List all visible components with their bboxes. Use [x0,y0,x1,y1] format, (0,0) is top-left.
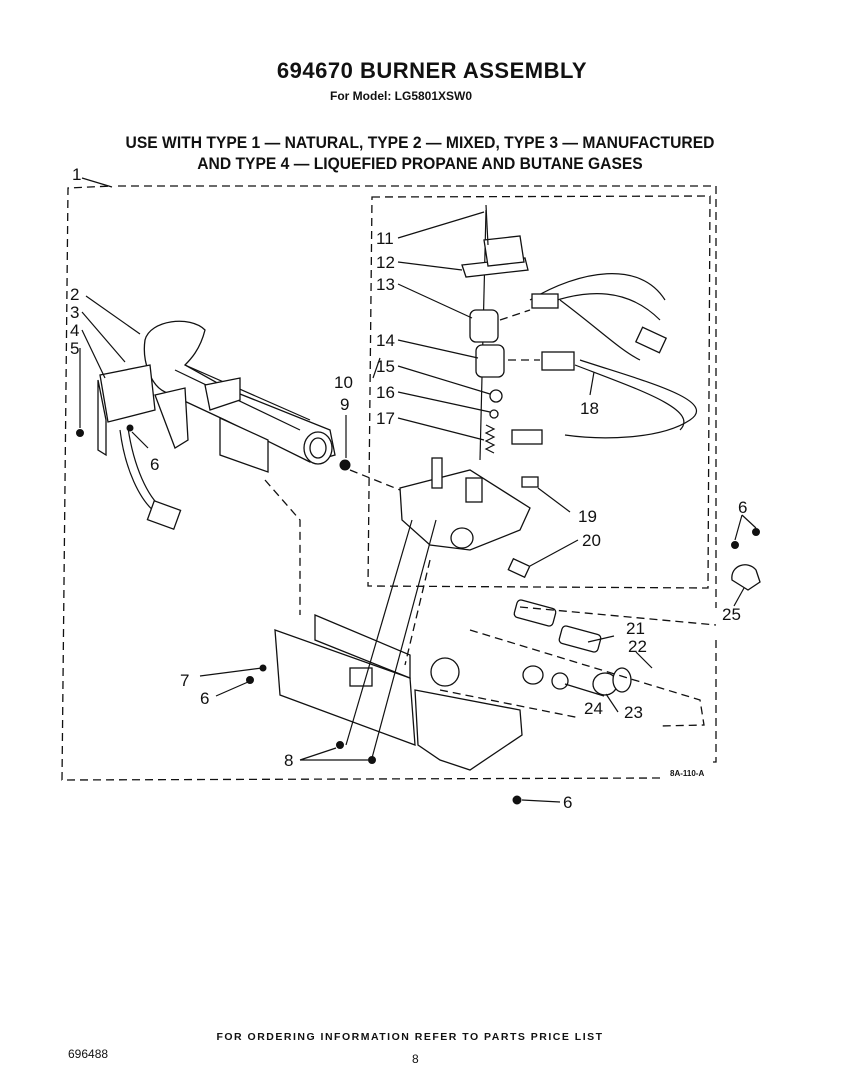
callout-8: 8 [284,751,293,770]
callout-6d: 6 [563,793,572,812]
callout-17: 17 [376,409,395,428]
callout-18: 18 [580,399,599,418]
callout-6b: 6 [738,498,747,517]
callout-13: 13 [376,275,395,294]
model-line: For Model: LG5801XSW0 [330,89,473,103]
callout-23: 23 [624,703,643,722]
callout-9: 9 [340,395,349,414]
usage-line-1: USE WITH TYPE 1 — NATURAL, TYPE 2 — MIXE… [125,133,715,152]
flame-sensor-plate [219,416,269,473]
ordering-info-note: FOR ORDERING INFORMATION REFER TO PARTS … [216,1031,604,1043]
burner-tube [143,320,336,465]
burner-base-bracket [274,614,523,771]
callout-6c: 6 [200,689,209,708]
diagram-code: 8A-110-A [670,769,704,778]
callout-2: 2 [70,285,79,304]
page-title: 694670 BURNER ASSEMBLY [276,58,588,83]
callout-5: 5 [70,339,79,358]
assembly-boundary [61,185,717,781]
wire-harness [511,273,698,445]
igniter-bracket [97,364,189,531]
valve-coils [461,209,529,461]
orifice-fittings [513,599,632,696]
callout-14: 14 [376,331,395,350]
valve-assembly-boundary [367,195,711,589]
callout-11: 11 [376,229,394,248]
callout-4: 4 [70,321,79,340]
valve-nozzle-part-20 [507,557,531,579]
callout-20: 20 [582,531,601,550]
document-number: 696488 [68,1047,109,1061]
callout-16: 16 [376,383,395,402]
usage-line-2: AND TYPE 4 — LIQUEFIED PROPANE AND BUTAN… [197,154,643,173]
callout-15: 15 [376,357,395,376]
connector-lines [264,309,717,759]
screws [76,204,760,805]
callout-19: 19 [578,507,597,526]
callout-1: 1 [72,165,81,184]
callout-21: 21 [626,619,645,638]
leader-lines [79,177,757,803]
page-number: 8 [412,1052,419,1066]
callout-12: 12 [376,253,395,272]
callout-10: 10 [334,373,353,392]
clamp-part-25 [731,564,761,591]
callout-24: 24 [584,699,603,718]
callout-22: 22 [628,637,647,656]
callout-6a: 6 [150,455,159,474]
gas-valve [399,457,531,551]
callout-3: 3 [70,303,79,322]
callout-7: 7 [180,671,189,690]
valve-screw-part-19 [521,476,539,488]
callout-labels: 1 2 3 4 5 6 9 10 11 12 13 14 15 16 17 18… [70,165,747,812]
callout-25: 25 [722,605,741,624]
